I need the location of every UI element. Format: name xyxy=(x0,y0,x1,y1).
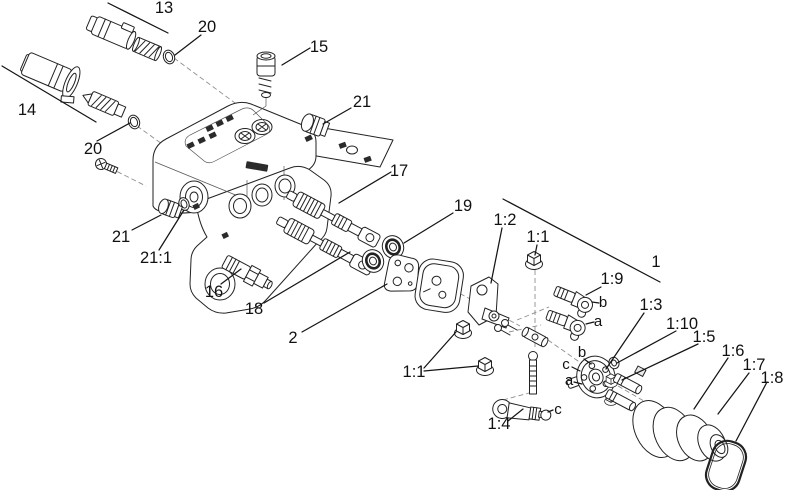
callout-16: 16 xyxy=(205,283,223,301)
port-plug-marks xyxy=(186,114,313,240)
assembly-axis-guides xyxy=(109,57,657,409)
part-stud xyxy=(528,351,538,395)
callout-1-1-top: 1:1 xyxy=(527,228,550,246)
callout-letter-a-flange: a xyxy=(565,372,574,389)
part-13-spring xyxy=(132,36,163,62)
callout-letter-c-flange: c xyxy=(562,356,570,373)
callout-1-10: 1:10 xyxy=(666,315,698,333)
leader-17 xyxy=(338,171,392,204)
part-1-4-rod-end xyxy=(492,398,552,421)
leader-1-10 xyxy=(616,330,677,364)
part-2-gasket xyxy=(383,254,420,292)
leader-1-4 xyxy=(507,408,524,422)
part-1-2-bracket xyxy=(467,276,518,336)
callout-19: 19 xyxy=(454,197,472,215)
callout-13: 13 xyxy=(155,0,173,17)
callout-20-left: 20 xyxy=(84,140,102,158)
part-16-relief-valve xyxy=(221,255,273,290)
leader-lines xyxy=(1,2,768,442)
callout-letter-b-flange: b xyxy=(578,344,586,361)
part-standoff-bolt-a xyxy=(612,373,643,395)
leader-16 xyxy=(220,268,242,285)
callout-21-right: 21 xyxy=(353,93,371,111)
callout-1-4: 1:4 xyxy=(488,415,511,433)
callout-1-2: 1:2 xyxy=(494,211,517,229)
valve-body-wing-plate xyxy=(304,126,394,168)
callout-1-9: 1:9 xyxy=(601,270,624,288)
part-1-3-flange-wheel xyxy=(566,355,616,399)
bracket-line-1 xyxy=(502,198,661,283)
part-1-6-drum xyxy=(632,400,729,462)
part-1-1-nut-top xyxy=(525,251,543,270)
part-15-plug xyxy=(252,51,276,116)
callout-letter-b-link: b xyxy=(599,294,607,311)
part-trunnion xyxy=(521,326,549,348)
callout-1-1-bottom: 1:1 xyxy=(403,363,426,381)
callout-18: 18 xyxy=(245,300,263,318)
leader-1-7 xyxy=(717,372,750,415)
leader-2 xyxy=(301,283,388,333)
part-18-spool-lower xyxy=(276,216,375,276)
callout-15: 15 xyxy=(310,38,328,56)
part-13-cartridge xyxy=(85,15,137,50)
leader-20-left xyxy=(96,122,131,142)
part-cover-plate xyxy=(414,258,464,313)
leader-15 xyxy=(281,47,311,66)
part-screw-small xyxy=(95,158,119,174)
callout-20-top: 20 xyxy=(198,18,216,36)
tick-b-link xyxy=(591,301,600,304)
tick-c-rodend xyxy=(547,409,554,413)
part-standoff-bolt-b xyxy=(604,389,637,412)
callout-letter-c-rodend: c xyxy=(554,401,562,418)
part-14-fitting xyxy=(20,52,81,104)
callout-21-1: 21:1 xyxy=(140,249,172,267)
leader-21-right xyxy=(322,107,352,125)
part-21-plug-left xyxy=(158,198,183,219)
part-17-spool-upper xyxy=(286,190,381,248)
callout-1-3: 1:3 xyxy=(640,296,663,314)
leader-21-left xyxy=(131,214,162,231)
leader-1-3 xyxy=(605,312,645,370)
leader-20-top xyxy=(174,34,202,56)
bracket-line-13 xyxy=(107,2,169,34)
leader-19 xyxy=(403,212,454,244)
part-1-1-nut-mid xyxy=(454,320,472,339)
leader-18 xyxy=(263,251,351,304)
part-1-1-nut-low xyxy=(476,357,494,376)
callout-1-6: 1:6 xyxy=(722,342,745,360)
leader-1-1-bottom xyxy=(423,331,479,372)
callout-17: 17 xyxy=(390,162,408,180)
callout-21-left: 21 xyxy=(112,228,130,246)
part-20-oring-top xyxy=(162,49,176,65)
callout-letter-a-link: a xyxy=(594,313,603,330)
part-20-oring-left xyxy=(127,114,141,130)
tick-a-link xyxy=(585,321,595,325)
callout-1: 1 xyxy=(651,253,660,271)
tick-b-flange xyxy=(583,358,592,365)
leader-1-2 xyxy=(490,227,503,284)
part-14-spring-poppet xyxy=(82,91,127,118)
tick-a-flange xyxy=(573,381,583,385)
part-19-seal-a xyxy=(361,249,385,273)
leader-1-8 xyxy=(735,381,768,442)
callout-1-5: 1:5 xyxy=(693,328,716,346)
callout-14: 14 xyxy=(18,101,36,119)
callout-1-7: 1:7 xyxy=(743,356,766,374)
leader-1-6 xyxy=(693,357,729,410)
tick-c-flange xyxy=(571,366,581,372)
bracket-line-14 xyxy=(1,65,97,123)
part-1-9-link-b xyxy=(553,286,593,318)
callout-1-8: 1:8 xyxy=(761,369,784,387)
leader-21-1 xyxy=(158,209,185,251)
leader-1-1-top xyxy=(534,244,538,256)
callout-2: 2 xyxy=(288,329,297,347)
part-21-plug-right xyxy=(300,113,331,137)
leader-1-5 xyxy=(621,343,699,381)
brand-label xyxy=(245,161,269,172)
part-1-9-link-a xyxy=(545,310,586,341)
leader-1-9 xyxy=(585,286,602,296)
